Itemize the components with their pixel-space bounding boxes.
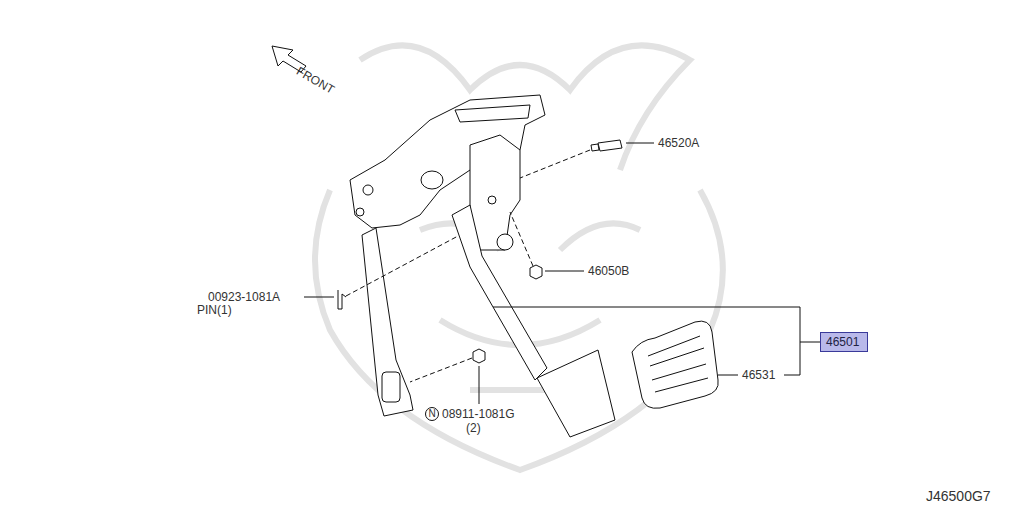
watermark (315, 45, 723, 470)
figure-code: J46500G7 (926, 489, 991, 503)
part-number: 00923-1081A (208, 290, 280, 304)
brake-pedal (452, 205, 615, 437)
part-number: 46520A (658, 136, 699, 150)
direction-label: FRONT (294, 64, 337, 97)
circled-symbol: N (428, 407, 435, 421)
fasteners (338, 140, 622, 363)
part-quantity: (2) (466, 421, 481, 435)
clutch-pedal (362, 228, 413, 416)
part-number: 08911-1081G (442, 407, 515, 421)
part-number: 46050B (588, 264, 629, 278)
pedal-pad-cover (632, 321, 718, 408)
highlighted-part-number: 46501 (820, 332, 868, 352)
assembly-lines (346, 150, 590, 382)
leader-lines (304, 143, 820, 421)
part-quantity: PIN(1) (197, 303, 232, 317)
part-number: 46501 (826, 335, 862, 349)
part-number: 46531 (742, 368, 775, 382)
